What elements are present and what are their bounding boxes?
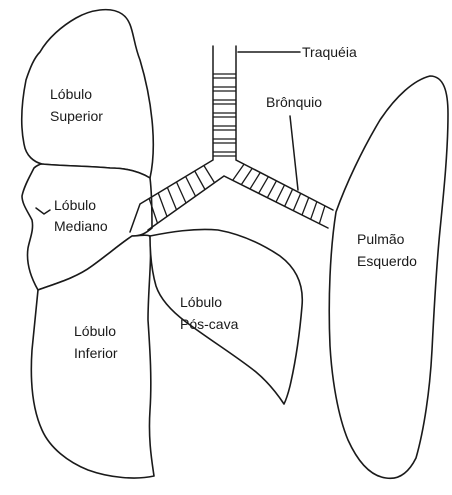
bronchus-ring — [186, 177, 196, 197]
label-pulmao-esquerdo-line2: Esquerdo — [357, 253, 417, 269]
label-lobulo-inferior-line1: Lóbulo — [74, 323, 116, 339]
bronchus-ring — [241, 168, 252, 184]
bronchus-ring — [293, 193, 300, 210]
trachea-bronchi — [130, 46, 333, 232]
label-lobulo-superior-line1: Lóbulo — [50, 86, 92, 102]
label-lobulo-mediano-line2: Mediano — [54, 218, 108, 234]
bronchus-ring — [311, 202, 317, 220]
bronchus-ring — [250, 173, 260, 190]
bronchus-inner-wall — [148, 176, 328, 230]
bronquio-leader-line — [290, 116, 298, 190]
label-lobulo-mediano-line1: Lóbulo — [54, 197, 96, 213]
bronchus-ring — [167, 188, 176, 210]
label-bronquio: Brônquio — [266, 94, 322, 110]
bronchus-ring — [267, 181, 276, 198]
bronchus-ring — [177, 182, 187, 203]
right-bronchus-rings — [149, 166, 214, 224]
bronchus-ring — [195, 171, 205, 190]
label-lobulo-inferior-line2: Inferior — [74, 345, 118, 361]
bronchus-ring — [285, 189, 293, 206]
label-traqueia: Traquéia — [302, 44, 357, 60]
pulmao-esquerdo-shape — [329, 76, 448, 478]
label-lobulo-pos-cava-line2: Pós-cava — [180, 316, 239, 332]
bronchus-ring — [204, 166, 215, 183]
bronchus-ring — [233, 164, 244, 180]
label-lobulo-pos-cava-line1: Lóbulo — [180, 294, 222, 310]
bronchus-ring — [302, 198, 309, 216]
bronchus-ring — [158, 193, 167, 217]
left-bronchus-rings — [233, 164, 325, 224]
label-pulmao-esquerdo-line1: Pulmão — [357, 231, 405, 247]
bronchus-ring — [259, 177, 269, 194]
tracheal-rings — [213, 74, 236, 156]
bronchus-ring — [319, 206, 325, 224]
bronchus-ring — [276, 185, 285, 202]
label-lobulo-superior-line2: Superior — [50, 108, 103, 124]
